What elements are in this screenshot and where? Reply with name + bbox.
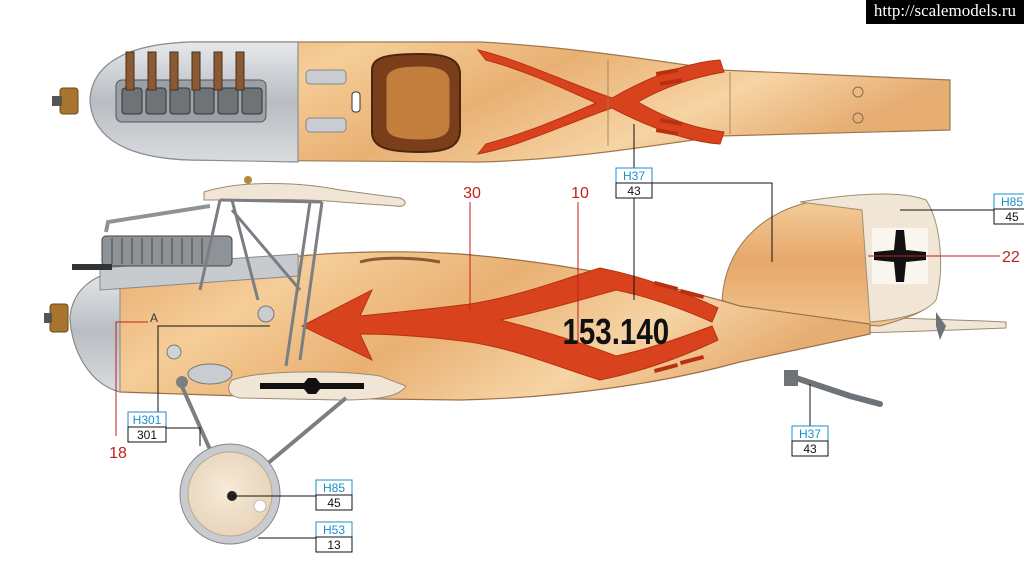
top-detail bbox=[852, 86, 864, 98]
side-tail-skid bbox=[787, 373, 883, 407]
side-arrow-bars bbox=[653, 280, 705, 374]
callout-value: 301 bbox=[137, 428, 157, 442]
callout-value: 45 bbox=[327, 496, 341, 510]
color-number-30: 30 bbox=[463, 185, 481, 202]
side-tail-tip bbox=[936, 312, 946, 340]
callout-h301: H301 301 bbox=[127, 411, 167, 443]
side-engine-fins bbox=[111, 238, 203, 264]
top-exhaust-stacks bbox=[125, 51, 245, 91]
side-red-arrow bbox=[300, 267, 719, 381]
callout-h85-wheel: H85 45 bbox=[315, 479, 353, 511]
callout-value: 13 bbox=[327, 538, 341, 552]
callout-code: H37 bbox=[623, 169, 645, 183]
leader-line bbox=[166, 427, 201, 446]
top-red-arrow bbox=[476, 49, 725, 155]
callout-h53-tire: H53 13 bbox=[315, 521, 353, 553]
side-detail-mark: A bbox=[150, 311, 158, 325]
top-view bbox=[52, 41, 951, 163]
top-detail bbox=[852, 112, 864, 124]
callout-h85-tail: H85 45 bbox=[993, 193, 1024, 225]
top-panel bbox=[305, 117, 347, 133]
color-number-18: 18 bbox=[109, 445, 127, 462]
side-engine bbox=[101, 235, 233, 267]
callout-h37-skid: H37 43 bbox=[791, 425, 829, 457]
side-wing-fitting bbox=[244, 176, 252, 184]
red-leader-lines bbox=[115, 202, 1000, 436]
side-exhaust-pipe bbox=[72, 264, 112, 270]
top-cockpit-interior bbox=[385, 65, 451, 141]
callout-code: H85 bbox=[323, 481, 345, 495]
callout-code: H53 bbox=[323, 523, 345, 537]
side-rudder bbox=[799, 193, 942, 323]
callout-value: 43 bbox=[803, 442, 817, 456]
lower-wing-cross-icon bbox=[260, 378, 364, 394]
top-propeller-hub bbox=[59, 87, 79, 115]
side-wheel-valve bbox=[253, 499, 267, 513]
top-arrow-bars bbox=[655, 68, 683, 136]
side-prop-shaft bbox=[44, 313, 52, 323]
serial-number: 153.140 bbox=[562, 311, 669, 351]
side-view: A 153.140 bbox=[44, 176, 1007, 545]
callout-code: H37 bbox=[799, 427, 821, 441]
top-slot bbox=[351, 91, 361, 113]
side-wing-struts bbox=[198, 198, 324, 367]
number-leader bbox=[115, 321, 148, 436]
side-gear-fitting bbox=[176, 376, 188, 388]
side-skid-mount bbox=[784, 370, 798, 386]
side-gun-tube bbox=[104, 204, 211, 233]
color-number-22: 22 bbox=[1002, 249, 1020, 266]
callout-code: H301 bbox=[133, 413, 162, 427]
top-prop-shaft bbox=[52, 96, 62, 106]
leader-line bbox=[652, 182, 773, 262]
callout-code: H85 bbox=[1001, 195, 1023, 209]
top-panel bbox=[305, 69, 347, 85]
callout-value: 45 bbox=[1005, 210, 1019, 224]
side-exhaust-port bbox=[187, 363, 233, 385]
watermark: http://scalemodels.ru bbox=[865, 0, 1024, 24]
side-cockpit-coaming bbox=[359, 256, 441, 264]
side-detail bbox=[166, 344, 182, 360]
side-propeller-hub bbox=[49, 303, 69, 333]
callout-h37-top: H37 43 bbox=[615, 167, 653, 199]
side-detail bbox=[257, 305, 275, 323]
side-engine-cowling bbox=[69, 269, 121, 393]
callout-value: 43 bbox=[627, 184, 641, 198]
color-number-10: 10 bbox=[571, 185, 589, 202]
